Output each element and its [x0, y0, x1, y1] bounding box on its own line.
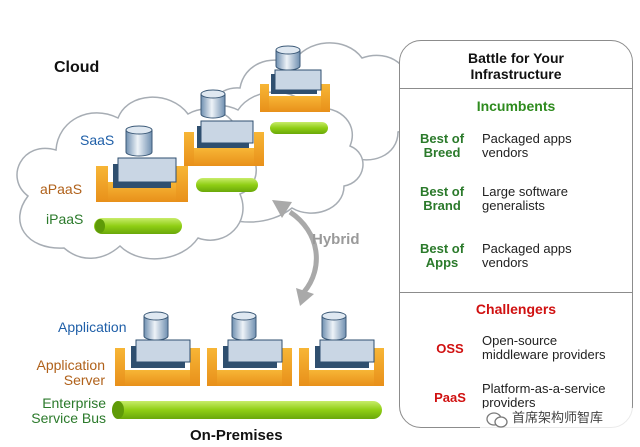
enterprise-service-bus-label: Enterprise Service Bus	[31, 395, 106, 426]
incumbent-label-breed: Best of Breed	[419, 131, 465, 161]
challenger-desc-oss: Open-source middleware providers	[482, 333, 606, 363]
cloud-stack-back	[260, 45, 330, 134]
hybrid-arrow	[272, 200, 319, 306]
panel-divider-top	[399, 88, 633, 89]
application-label: Application	[58, 319, 127, 335]
cloud-stack-middle	[184, 89, 264, 192]
hybrid-label: Hybrid	[312, 231, 360, 248]
panel-divider-middle	[399, 292, 633, 293]
onprem-stack-1	[115, 311, 200, 386]
cloud-stack-front	[94, 125, 188, 234]
challengers-heading: Challengers	[475, 301, 557, 317]
incumbent-label-brand: Best of Brand	[419, 184, 465, 214]
watermark: 首席架构师智库	[480, 408, 636, 432]
incumbent-desc-apps: Packaged apps vendors	[482, 241, 572, 271]
cloud-title: Cloud	[54, 59, 100, 76]
on-premises-title: On-Premises	[190, 427, 283, 444]
incumbent-desc-breed: Packaged apps vendors	[482, 131, 572, 161]
incumbents-heading: Incumbents	[476, 98, 556, 114]
panel-title: Battle for Your Infrastructure	[468, 50, 564, 83]
onprem-stack-3	[299, 311, 384, 386]
incumbent-desc-brand: Large software generalists	[482, 184, 568, 214]
challenger-label-paas: PaaS	[434, 390, 466, 405]
incumbent-label-apps: Best of Apps	[419, 241, 465, 271]
apaas-label: aPaaS	[40, 181, 83, 197]
enterprise-service-bus-pipe	[112, 401, 382, 419]
onprem-stack-2	[207, 311, 292, 386]
challenger-label-oss: OSS	[436, 341, 464, 356]
watermark-text: 首席架构师智库	[512, 411, 604, 426]
application-server-label: Application Server	[36, 357, 106, 388]
chat-bubble-icon	[486, 412, 508, 428]
challenger-desc-paas: Platform-as-a-service providers	[482, 381, 606, 411]
ipaas-label: iPaaS	[46, 211, 84, 227]
saas-label: SaaS	[80, 132, 115, 148]
battle-panel	[399, 40, 633, 428]
